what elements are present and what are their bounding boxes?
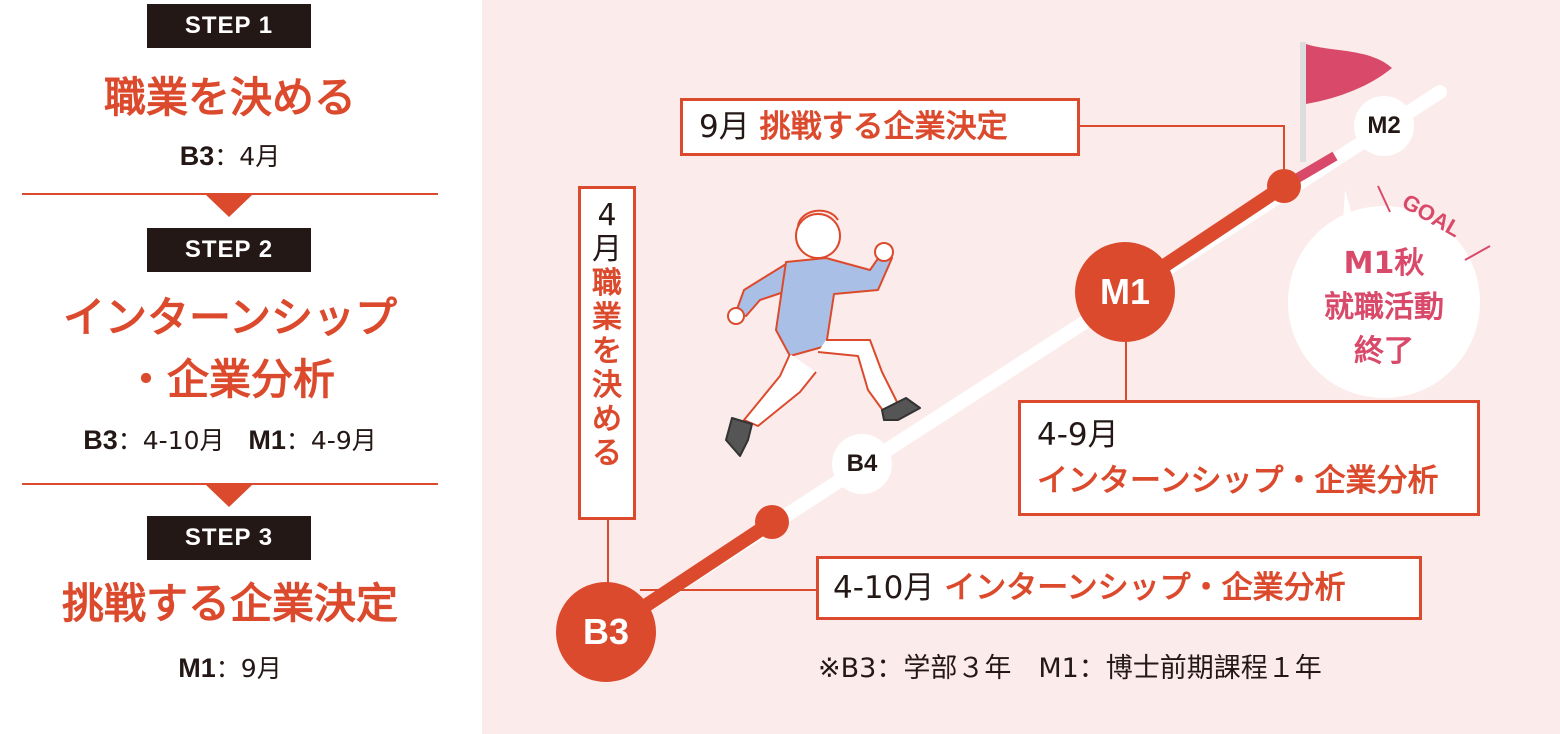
dot-b3-end bbox=[755, 505, 789, 539]
node-b3 bbox=[556, 582, 656, 682]
callout-april-char-1: 職 bbox=[592, 266, 622, 301]
callout-sep: 9月 挑戦する企業決定 bbox=[680, 98, 1080, 156]
footnote: ※B3：学部３年 M1：博士前期課程１年 bbox=[818, 653, 1322, 684]
connector-sep bbox=[1078, 125, 1285, 180]
callout-april-char-3: を bbox=[592, 334, 622, 369]
steps-panel: STEP 1 職業を決める B3：4月 STEP 2 インターンシップ ・企業分… bbox=[0, 0, 482, 734]
step3-title: 挑戦する企業決定 bbox=[61, 579, 398, 628]
step2-period-value-b3: ：4-10月 bbox=[117, 426, 225, 455]
goal-accent-right bbox=[1464, 245, 1491, 261]
step-arrow-1 bbox=[206, 195, 252, 217]
callout-april: 4 月 職 業 を 決 め る bbox=[578, 186, 636, 520]
step3-period-label: M1 bbox=[178, 653, 216, 683]
flag-pole bbox=[1300, 42, 1306, 162]
callout-april-month-num: 4 bbox=[597, 198, 617, 233]
goal-line1: M1秋 bbox=[1343, 246, 1425, 281]
node-m1 bbox=[1075, 242, 1175, 342]
runner-icon bbox=[725, 209, 921, 457]
step3-period-value: ：9月 bbox=[215, 654, 282, 683]
callout-sep-text: 挑戦する企業決定 bbox=[759, 109, 1008, 145]
step2-period: B3：4-10月 M1：4-9月 bbox=[0, 424, 460, 457]
step3-period: M1：9月 bbox=[0, 652, 460, 685]
dot-sep bbox=[1267, 169, 1301, 203]
callout-oct-text: インターンシップ・企業分析 bbox=[944, 570, 1346, 606]
step2-title-line1: インターンシップ bbox=[63, 293, 397, 342]
step2-period-label-b3: B3 bbox=[83, 425, 118, 455]
step3-badge: STEP 3 bbox=[147, 516, 311, 560]
step1-period-value: ：4月 bbox=[214, 142, 281, 171]
node-m2-label: M2 bbox=[1367, 112, 1401, 139]
callout-sep-month: 9月 bbox=[699, 109, 750, 145]
callout-april-char-4: 決 bbox=[592, 368, 622, 403]
callout-oct: 4-10月 インターンシップ・企業分析 bbox=[816, 556, 1422, 620]
step2-title-line2: ・企業分析 bbox=[124, 355, 335, 404]
node-m2 bbox=[1354, 96, 1414, 156]
node-b3-label: B3 bbox=[582, 611, 630, 652]
callout-april-char-2: 業 bbox=[592, 300, 622, 335]
callout-sep-range-month: 4-9月 bbox=[1037, 417, 1119, 453]
step1-period: B3：4月 bbox=[0, 140, 460, 173]
step1-badge: STEP 1 bbox=[147, 4, 311, 48]
goal-accent-left bbox=[1377, 185, 1391, 213]
step-arrow-2 bbox=[206, 485, 252, 507]
goal-bubble bbox=[1288, 206, 1480, 398]
step1-period-label: B3 bbox=[179, 141, 215, 171]
node-b4-label: B4 bbox=[846, 450, 878, 477]
step1-title: 職業を決める bbox=[103, 73, 356, 122]
step2-period-value-m1: ：4-9月 bbox=[285, 426, 377, 455]
callout-oct-month: 4-10月 bbox=[833, 570, 935, 606]
flag-icon bbox=[1306, 44, 1392, 104]
step2-badge: STEP 2 bbox=[147, 228, 311, 272]
callout-april-month-unit: 月 bbox=[592, 232, 622, 267]
callout-april-char-6: る bbox=[592, 436, 622, 471]
callout-sep-range-text: インターンシップ・企業分析 bbox=[1037, 463, 1439, 499]
node-b4 bbox=[832, 434, 892, 494]
step2-period-label-m1: M1 bbox=[248, 425, 286, 455]
goal-line2: 就職活動 bbox=[1324, 290, 1444, 325]
node-m1-label: M1 bbox=[1099, 271, 1150, 312]
step-divider-2 bbox=[22, 483, 438, 485]
callout-april-char-5: め bbox=[592, 402, 622, 437]
callout-sep-range: 4-9月 インターンシップ・企業分析 bbox=[1018, 400, 1480, 516]
step-divider-1 bbox=[22, 193, 438, 195]
goal-line3: 終了 bbox=[1354, 334, 1414, 369]
